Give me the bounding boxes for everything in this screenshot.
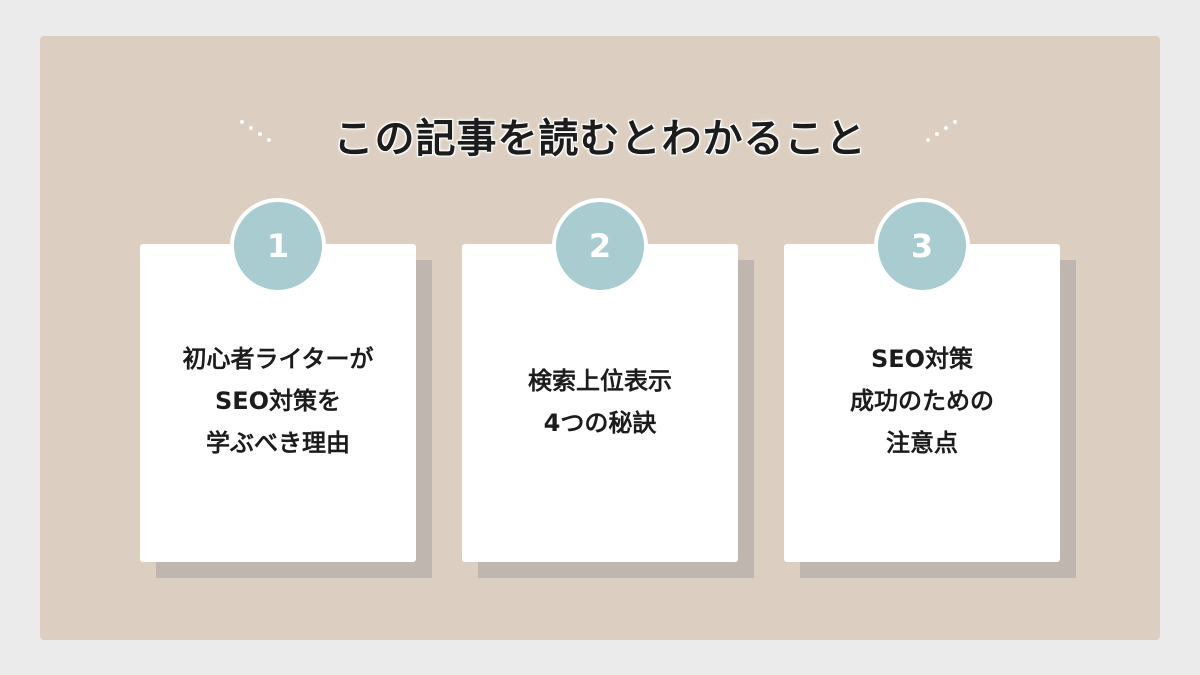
number-badge-1: 1 [230,198,326,294]
card-3: SEO対策 成功のための 注意点 [784,244,1076,578]
card-line: 初心者ライターが [182,345,374,373]
card-body [784,244,1060,562]
card-body [462,244,738,562]
card-body [140,244,416,562]
page-title: この記事を読むとわかること [333,116,867,162]
number-badge-2: 2 [552,198,648,294]
card-text: 初心者ライターが SEO対策を 学ぶべき理由 [140,338,416,464]
card-line: 学ぶべき理由 [206,429,350,457]
card-line: 4つの秘訣 [543,409,657,437]
card-line: 検索上位表示 [528,367,672,395]
card-1: 初心者ライターが SEO対策を 学ぶべき理由 [140,244,432,578]
card-2: 検索上位表示 4つの秘訣 [462,244,754,578]
card-text: 検索上位表示 4つの秘訣 [462,360,738,444]
card-line: 成功のための [850,387,994,415]
card-line: 注意点 [886,429,958,457]
number-badge-3: 3 [874,198,970,294]
card-text: SEO対策 成功のための 注意点 [784,338,1060,464]
card-line: SEO対策を [214,387,342,415]
card-line: SEO対策 [870,345,974,373]
